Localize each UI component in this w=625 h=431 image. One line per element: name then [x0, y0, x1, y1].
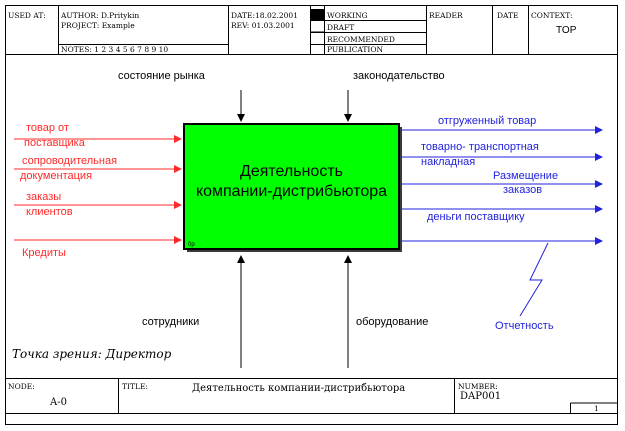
output-label-money: деньги поставщику [427, 211, 525, 223]
activity-title-line2: компании-дистрибьютора [195, 183, 388, 200]
input-label-docs-2: документация [20, 170, 93, 182]
status-recommended: RECOMMENDED [327, 35, 395, 44]
mechanism-label-equipment: оборудование [356, 316, 429, 328]
input-label-orders-2: клиентов [26, 206, 73, 218]
node-value: A-0 [50, 397, 67, 408]
context-label: CONTEXT: [531, 11, 573, 20]
date-field: DATE:18.02.2001 [231, 11, 298, 20]
box-corner-mark: 0p [188, 242, 195, 248]
activity-title-line1: Деятельность [240, 163, 343, 180]
output-label-shipped: отгруженный товар [438, 115, 537, 127]
status-draft: DRAFT [327, 23, 355, 32]
title-value: Деятельность компании-дистрибьютора [192, 383, 406, 394]
node-label: NODE: [8, 382, 35, 391]
number-value: DAP001 [460, 391, 502, 402]
mechanism-label-staff: сотрудники [142, 316, 200, 328]
rev-field: REV: 01.03.2001 [231, 21, 295, 30]
output-label-waybill-2: накладная [421, 156, 476, 168]
control-label-market: состояние рынка [118, 70, 205, 82]
input-label-goods-1: товар от [26, 122, 69, 134]
status-checkboxes [311, 19, 324, 33]
reader-date-label: DATE [497, 11, 519, 20]
notes-field: NOTES: 1 2 3 4 5 6 7 8 9 10 [61, 45, 169, 54]
status-working-marker [311, 9, 324, 20]
status-publication: PUBLICATION [327, 45, 384, 54]
header-grid [5, 5, 618, 55]
title-label: TITLE: [122, 382, 148, 391]
input-label-goods-2: поставщика [24, 137, 85, 149]
output-label-placement-2: заказов [503, 184, 543, 196]
reader-label: READER [429, 11, 463, 20]
output-label-reports: Отчетность [495, 320, 554, 332]
viewpoint-text: Точка зрения: Директор [12, 347, 172, 361]
input-label-credits: Кредиты [22, 247, 66, 259]
used-at-label: USED AT: [8, 11, 46, 20]
input-label-docs-1: сопроводительная [22, 155, 118, 167]
context-value: TOP [556, 25, 577, 36]
page-number: 1 [594, 404, 599, 413]
input-label-orders-1: заказы [26, 191, 62, 203]
status-working: WORKING [327, 11, 368, 20]
number-label: NUMBER: [458, 382, 498, 391]
project-field: PROJECT: Example [61, 21, 135, 30]
output-label-placement-1: Размещение [493, 170, 559, 182]
output-label-waybill-1: товарно- транспортная [421, 141, 539, 153]
activity-box[interactable] [183, 123, 400, 250]
squiggle-connector [519, 242, 549, 317]
author-field: AUTHOR: D.Pritykin [61, 11, 140, 20]
footer-grid [5, 378, 618, 414]
control-label-law: законодательство [353, 70, 445, 82]
